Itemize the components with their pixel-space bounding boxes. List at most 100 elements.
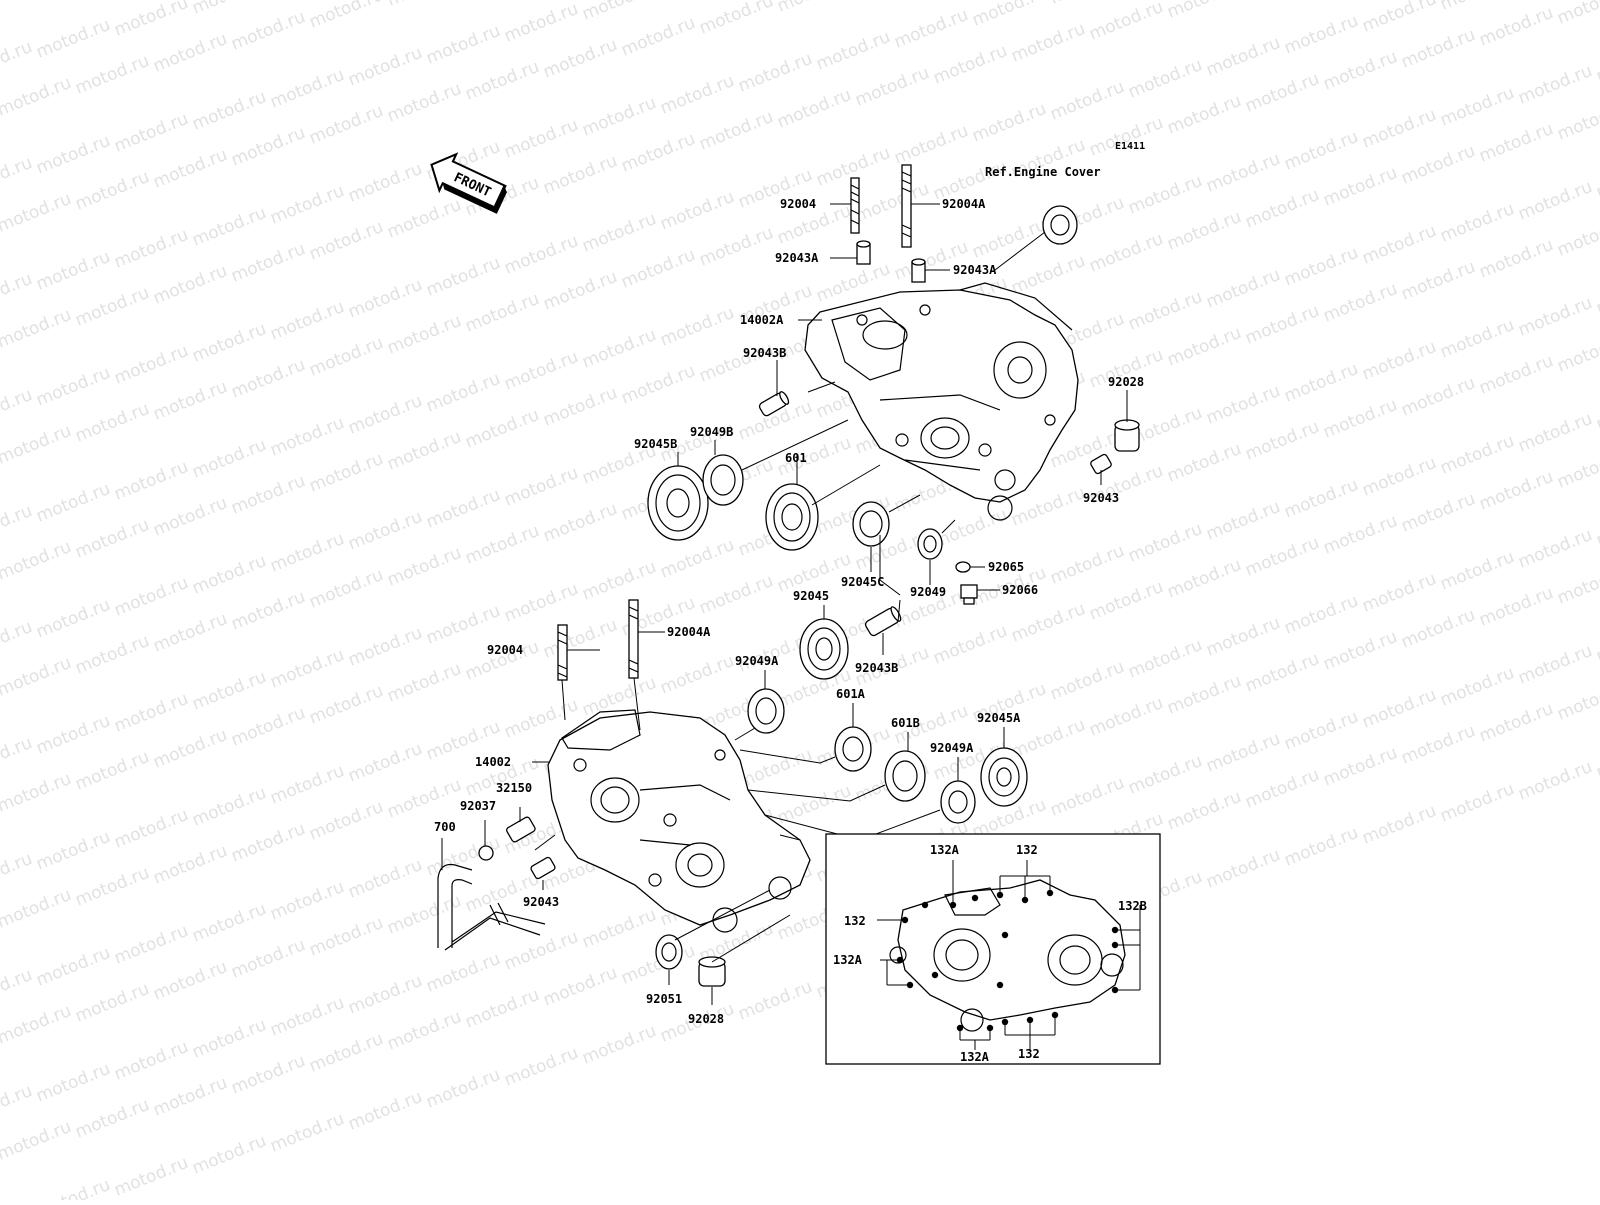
watermark-text: motod.ru [33, 479, 113, 527]
watermark-text: motod.ru [150, 145, 230, 193]
watermark-text: motod.ru [1281, 243, 1361, 291]
stud-92004A-bot [628, 599, 639, 679]
collar-92028-right [1114, 419, 1140, 452]
label-92045B: 92045B [634, 437, 677, 451]
watermark-text: motod.ru [150, 493, 230, 541]
watermark-text: motod.ru [267, 413, 347, 461]
watermark-text: motod.ru [306, 1029, 386, 1077]
watermark-text: motod.ru [384, 427, 464, 475]
inset-label-132B: 132B [1118, 899, 1147, 913]
watermark-text: motod.ru [1242, 301, 1322, 349]
watermark-text: motod.ru [228, 587, 308, 635]
watermark-text: motod.ru [1515, 61, 1595, 109]
watermark-text: motod.ru [1515, 293, 1595, 341]
watermark-text: motod.ru [618, 13, 698, 61]
dowel-92043A-right [911, 258, 926, 283]
watermark-text: motod.ru [33, 247, 113, 295]
watermark-text: motod.ru [0, 849, 35, 897]
label-92049: 92049 [910, 585, 946, 599]
watermark-text: motod.ru [1047, 77, 1127, 125]
watermark-text: motod.ru [1086, 229, 1166, 277]
watermark-text: motod.ru [1554, 0, 1600, 29]
watermark-text: motod.ru [1242, 533, 1322, 581]
bolt-detail-inset [825, 833, 1161, 1065]
bearing-92045C [852, 501, 890, 547]
watermark-text: motod.ru [774, 781, 854, 829]
watermark-text: motod.ru [0, 153, 35, 201]
watermark-text: motod.ru [579, 93, 659, 141]
watermark-text: motod.ru [189, 87, 269, 135]
watermark-text: motod.ru [111, 573, 191, 621]
watermark-text: motod.ru [1164, 671, 1244, 719]
watermark-text: motod.ru [189, 783, 269, 831]
watermark-text: motod.ru [228, 7, 308, 55]
bolt-marker [971, 894, 979, 902]
watermark-text: motod.ru [267, 877, 347, 925]
fitting-32150 [506, 816, 536, 843]
watermark-text: motod.ru [423, 253, 503, 301]
watermark-text: motod.ru [384, 0, 464, 11]
watermark-text: motod.ru [384, 79, 464, 127]
watermark-text: motod.ru [501, 347, 581, 395]
watermark-text: motod.ru [1476, 583, 1556, 631]
watermark-text: motod.ru [1125, 519, 1205, 567]
watermark-text: motod.ru [306, 333, 386, 381]
bolt-marker [931, 971, 939, 979]
watermark-text: motod.ru [189, 319, 269, 367]
label-92004A-bot: 92004A [667, 625, 711, 639]
watermark-text: motod.ru [111, 457, 191, 505]
watermark-text: motod.ru [969, 99, 1049, 147]
seal-92049B [702, 454, 744, 506]
label-92028-bot: 92028 [688, 1012, 724, 1026]
watermark-text: motod.ru [0, 501, 35, 549]
bearing-92045 [799, 618, 849, 680]
label-92043B-bot: 92043B [855, 661, 898, 675]
watermark-text: motod.ru [267, 1109, 347, 1157]
watermark-text: motod.ru [657, 535, 737, 583]
watermark-text: motod.ru [501, 0, 581, 47]
watermark-text: motod.ru [306, 0, 386, 33]
watermark-text: motod.ru [1242, 649, 1322, 697]
watermark-text: motod.ru [0, 1117, 74, 1165]
watermark-text: motod.ru [1320, 163, 1400, 211]
watermark-text: motod.ru [384, 775, 464, 823]
label-92049A-right: 92049A [930, 741, 974, 755]
watermark-text: motod.ru [1320, 279, 1400, 327]
watermark-text: motod.ru [696, 0, 776, 39]
watermark-text: motod.ru [462, 985, 542, 1033]
watermark-text: motod.ru [618, 361, 698, 409]
watermark-text: motod.ru [1515, 177, 1595, 225]
watermark-text: motod.ru [111, 341, 191, 389]
watermark-text: motod.ru [1203, 33, 1283, 81]
watermark-text: motod.ru [1203, 613, 1283, 661]
watermark-text: motod.ru [501, 1043, 581, 1091]
watermark-text: motod.ru [1203, 729, 1283, 777]
watermark-text: motod.ru [462, 289, 542, 337]
watermark-text: motod.ru [423, 1065, 503, 1113]
watermark-text: motod.ru [891, 5, 971, 53]
watermark-text: motod.ru [462, 869, 542, 917]
watermark-text: motod.ru [189, 435, 269, 483]
watermark-text: motod.ru [150, 957, 230, 1005]
watermark-text: motod.ru [72, 51, 152, 99]
watermark-text: motod.ru [618, 129, 698, 177]
watermark-text: motod.ru [1437, 315, 1517, 363]
stud-92004A-top [901, 164, 912, 248]
watermark-text: motod.ru [1359, 221, 1439, 269]
watermark-text: motod.ru [501, 927, 581, 975]
inset-label-132-left: 132 [844, 914, 866, 928]
watermark-text: motod.ru [774, 85, 854, 133]
inset-label-132-bottom: 132 [1018, 1047, 1040, 1061]
watermark-text: motod.ru [1476, 699, 1556, 747]
label-14002: 14002 [475, 755, 511, 769]
seal-92049A-left [747, 688, 785, 734]
watermark-text: motod.ru [579, 325, 659, 373]
watermark-text: motod.ru [1281, 823, 1361, 871]
watermark-text: motod.ru [1359, 453, 1439, 501]
watermark-text: motod.ru [1320, 627, 1400, 675]
watermark-text: motod.ru [1281, 359, 1361, 407]
watermark-text: motod.ru [1281, 591, 1361, 639]
watermark-text: motod.ru [0, 769, 74, 817]
watermark-text: motod.ru [1125, 287, 1205, 335]
bearing-ref-cover [1042, 205, 1078, 245]
